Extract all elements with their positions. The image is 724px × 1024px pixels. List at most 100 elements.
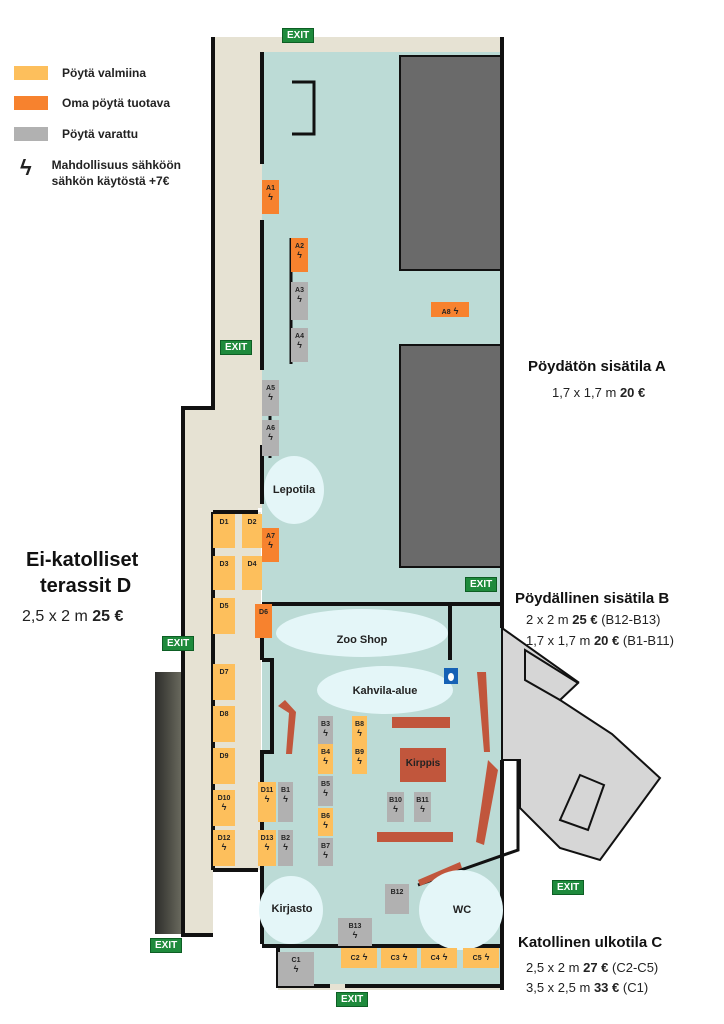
bolt-icon: ϟ bbox=[268, 540, 273, 550]
table-a1 bbox=[262, 180, 279, 214]
room-wc: WC bbox=[452, 904, 472, 916]
table-label-b12: B12 bbox=[385, 888, 409, 897]
table-b6 bbox=[318, 808, 333, 836]
table-b5 bbox=[318, 776, 333, 806]
table-id: A6 bbox=[266, 425, 275, 432]
table-id: D6 bbox=[259, 609, 268, 616]
legend-ready-label: Pöytä valmiina bbox=[62, 66, 147, 80]
legend-ready-swatch bbox=[14, 66, 48, 80]
zone-d-title-line2: terassit D bbox=[40, 575, 132, 597]
table-id: B2 bbox=[281, 835, 290, 842]
table-label-d6: D6 bbox=[255, 608, 272, 617]
legend-ready: Pöytä valmiina bbox=[14, 66, 146, 80]
table-d13 bbox=[258, 830, 276, 866]
table-c4 bbox=[421, 948, 457, 968]
table-d11 bbox=[258, 782, 276, 822]
bolt-icon: ϟ bbox=[297, 294, 302, 304]
bolt-icon: ϟ bbox=[221, 802, 227, 812]
zone-a-size: 1,7 x 1,7 m bbox=[552, 385, 617, 400]
table-id: B6 bbox=[321, 813, 330, 820]
table-a4 bbox=[291, 328, 308, 362]
zone-a-price: 1,7 x 1,7 m 20 € bbox=[552, 385, 645, 400]
table-d4 bbox=[242, 556, 262, 590]
table-b2 bbox=[278, 830, 293, 866]
table-id: A2 bbox=[295, 243, 304, 250]
table-id: B13 bbox=[348, 923, 362, 930]
zone-a-title: Pöydätön sisätila A bbox=[528, 358, 666, 375]
bolt-icon: ϟ bbox=[484, 952, 490, 962]
zone-a-value: 20 € bbox=[619, 385, 646, 400]
table-d8 bbox=[213, 706, 235, 742]
table-id: D7 bbox=[219, 669, 229, 676]
table-id: A4 bbox=[295, 333, 304, 340]
legend-reserved-swatch bbox=[14, 127, 48, 141]
table-id: D11 bbox=[260, 787, 274, 794]
zone-c-size1: 2,5 x 2 m bbox=[526, 960, 580, 975]
table-id: C3 bbox=[390, 955, 400, 962]
bolt-icon: ϟ bbox=[442, 952, 448, 962]
zone-d-title-line1: Ei-katolliset bbox=[26, 549, 139, 571]
legend-reserved: Pöytä varattu bbox=[14, 127, 138, 141]
bolt-icon: ϟ bbox=[268, 432, 273, 442]
table-d5 bbox=[213, 598, 235, 634]
table-label-d2: D2 bbox=[242, 518, 262, 527]
zone-b-price2: 1,7 x 1,7 m 20 € (B1-B11) bbox=[526, 633, 674, 648]
table-id: B10 bbox=[389, 797, 402, 804]
table-b3 bbox=[318, 716, 333, 744]
table-d7 bbox=[213, 664, 235, 700]
bolt-icon: ϟ bbox=[352, 930, 358, 940]
bolt-icon: ϟ bbox=[357, 756, 362, 766]
bolt-icon: ϟ bbox=[420, 804, 425, 814]
bolt-icon: ϟ bbox=[323, 756, 328, 766]
legend-own-label: Oma pöytä tuotava bbox=[62, 96, 171, 110]
zone-c-size2: 3,5 x 2,5 m bbox=[526, 980, 591, 995]
table-b12 bbox=[385, 884, 409, 914]
table-c5 bbox=[463, 948, 499, 968]
bolt-icon: ϟ bbox=[323, 850, 328, 860]
bolt-icon: ϟ bbox=[297, 340, 302, 350]
room-lepotila: Lepotila bbox=[272, 484, 316, 496]
exit-sign: EXIT bbox=[336, 992, 369, 1007]
table-id: A5 bbox=[266, 385, 275, 392]
table-a2 bbox=[291, 238, 308, 272]
bolt-icon: ϟ bbox=[283, 842, 288, 852]
table-id: D9 bbox=[219, 753, 229, 760]
table-label-d1: D1 bbox=[213, 518, 235, 527]
room-ellipses bbox=[259, 456, 503, 950]
table-id: C2 bbox=[350, 955, 360, 962]
bolt-icon: ϟ bbox=[323, 728, 328, 738]
zone-c-value2: 33 € bbox=[593, 980, 620, 995]
table-id: B7 bbox=[321, 843, 330, 850]
table-c3 bbox=[381, 948, 417, 968]
zone-d-value: 25 € bbox=[92, 608, 124, 625]
zone-b-size1: 2 x 2 m bbox=[526, 612, 569, 627]
room-zoo-shop: Zoo Shop bbox=[336, 634, 388, 646]
table-id: A8 bbox=[441, 309, 451, 316]
table-c2 bbox=[341, 948, 377, 968]
legend-electricity-line2: sähkön käytöstä +7€ bbox=[51, 174, 170, 188]
table-b7 bbox=[318, 838, 333, 866]
exit-sign: EXIT bbox=[552, 880, 585, 895]
zone-d-title: Ei-katolliset terassit D bbox=[26, 547, 138, 599]
table-id: D1 bbox=[219, 519, 229, 526]
table-label-d9: D9 bbox=[213, 752, 235, 761]
room-kahvila: Kahvila-alue bbox=[352, 685, 418, 697]
